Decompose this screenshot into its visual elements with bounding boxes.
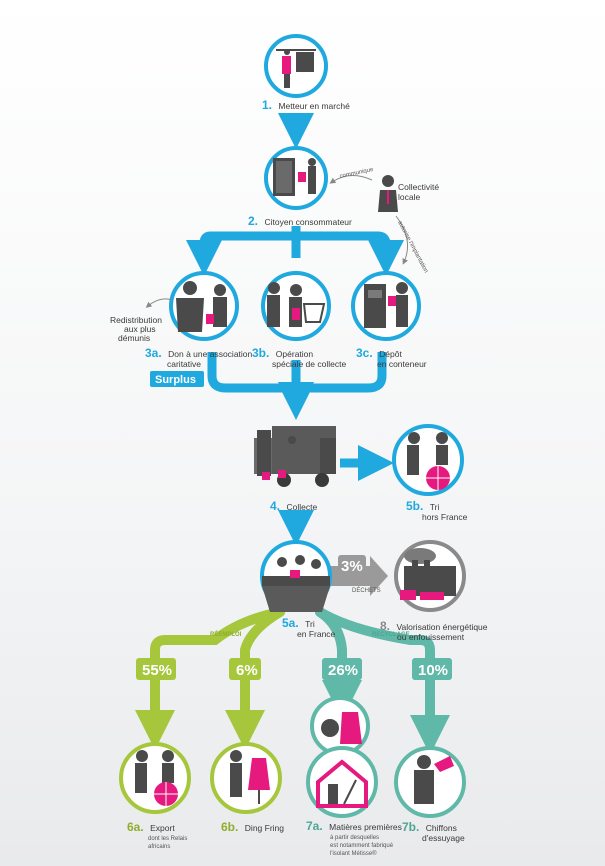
label-7b-line2: d'essuyage — [422, 833, 465, 843]
pct-7a: 26% — [328, 662, 358, 679]
pct-7b: 10% — [418, 662, 448, 679]
label-7a-line2: à partir desquelles — [330, 835, 379, 841]
surplus-label: Surplus — [155, 374, 196, 386]
node-6a — [119, 742, 191, 814]
label-5b: 5b. Tri — [406, 497, 440, 514]
node-3a — [169, 271, 239, 341]
redistribution-line2: aux plus — [124, 324, 156, 334]
badge-55 — [136, 658, 176, 680]
arrow-2-split — [199, 226, 386, 258]
label-2: 2. Citoyen consommateur — [248, 212, 352, 229]
handshake-globe-icon — [407, 432, 450, 490]
dechets-pct: 3% — [341, 558, 363, 575]
label-8-line2: ou enfouissement — [397, 632, 465, 642]
label-3c-line2: en conteneur — [377, 359, 427, 369]
pct-6b: 6% — [236, 662, 258, 679]
label-5b-line2: hors France — [422, 512, 468, 522]
truck-icon — [254, 426, 336, 487]
surplus-badge — [150, 371, 204, 387]
node-8 — [394, 540, 466, 612]
label-5a-line2: en France — [297, 629, 336, 639]
badge-10 — [412, 658, 452, 680]
label-7a-line3: est notamment fabriqué — [330, 843, 394, 849]
reemploi-flow — [135, 607, 285, 750]
label-3b-line2: spéciale de collecte — [272, 359, 346, 369]
node-7b — [394, 746, 466, 818]
house-insulation-icon — [316, 712, 368, 808]
label-7a: 7a. Matières premières — [306, 817, 402, 834]
collectivite-line2: locale — [398, 192, 420, 202]
collectivite-line1: Collectivité — [398, 182, 439, 192]
collection-cart-icon — [267, 282, 326, 327]
pct-6a: 55% — [142, 662, 172, 679]
rag-icon — [414, 755, 454, 804]
node-3c — [351, 271, 421, 341]
label-3c: 3c. Dépôt — [356, 344, 402, 361]
reemploi-label: RÉEMPLOI — [210, 630, 242, 638]
label-3b: 3b. Opération — [252, 344, 313, 361]
recyclage-label: RECYCLAGE — [372, 632, 410, 638]
node-5b — [392, 424, 464, 496]
label-3a: 3a. Don à une association — [145, 344, 253, 361]
wardrobe-icon — [273, 158, 316, 196]
recyclage-flow — [315, 607, 450, 755]
redistribution-line1: Redistribution — [110, 315, 162, 325]
communique-label: communique — [339, 167, 374, 180]
communique-arrow — [329, 175, 373, 184]
node-2 — [264, 146, 328, 210]
label-7b: 7b. Chiffons — [402, 818, 457, 835]
label-6a: 6a. Export — [127, 818, 175, 835]
sorting-table-icon — [262, 555, 330, 612]
badge-26 — [322, 658, 362, 680]
factory-icon — [400, 548, 456, 600]
node-5a — [260, 540, 332, 612]
label-6a-line3: africains — [148, 844, 170, 850]
blue-flow — [186, 113, 386, 546]
badge-6 — [229, 658, 261, 680]
dechets-label: DÉCHETS — [352, 587, 381, 594]
node-4 — [254, 426, 336, 487]
redistribution-arrow — [145, 298, 173, 308]
dress-shop-icon — [230, 750, 270, 804]
collectivite-figure — [378, 175, 398, 212]
label-1: 1. Metteur en marché — [262, 96, 350, 113]
label-3a-line2: caritative — [167, 359, 201, 369]
clothing-rack-icon — [276, 49, 316, 88]
label-6b: 6b. Ding Fring — [221, 818, 284, 835]
label-7a-line4: l'isolant Métisse® — [330, 850, 377, 857]
label-6a-line2: dont les Relais — [148, 836, 187, 842]
node-3b — [261, 271, 331, 341]
label-4: 4. Collecte — [270, 497, 317, 514]
handover-icon — [176, 281, 227, 332]
label-8: 8. Valorisation énergétique — [380, 617, 488, 634]
node-6b — [210, 742, 282, 814]
label-5a: 5a. Tri — [282, 614, 315, 631]
autorise-arrow — [395, 215, 409, 265]
autorise-label: autorise l'implantation — [396, 220, 428, 274]
dechets-flow: DÉCHETS 3% — [330, 555, 388, 596]
redistribution-line3: démunis — [118, 333, 150, 343]
node-1 — [264, 34, 328, 98]
node-7a — [306, 696, 378, 818]
handshake-globe-icon — [135, 750, 178, 806]
container-icon — [364, 282, 408, 328]
